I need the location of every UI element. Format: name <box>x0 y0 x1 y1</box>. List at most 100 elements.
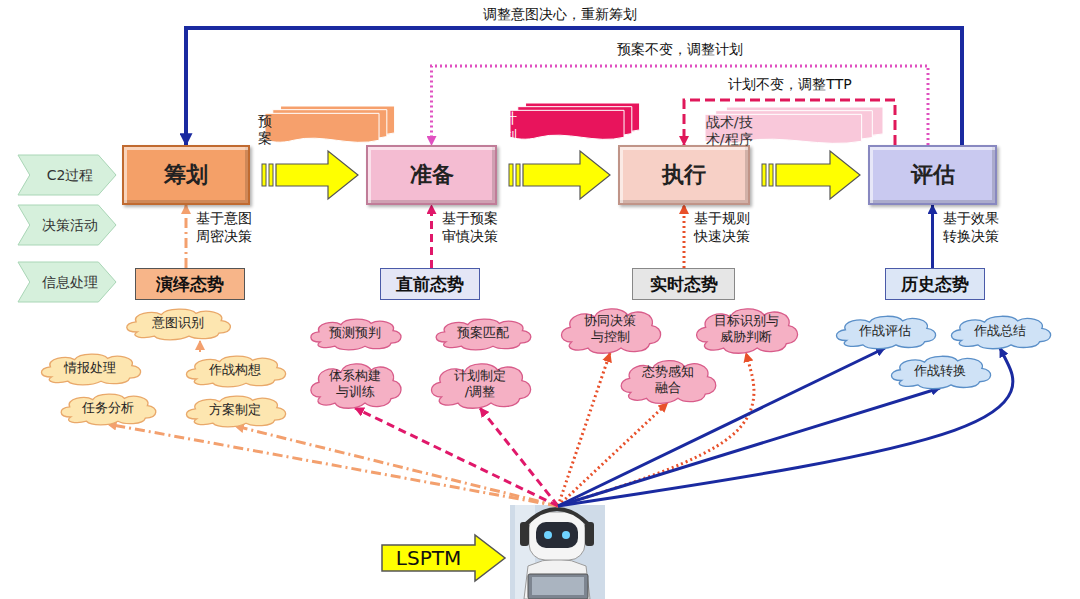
connector-group <box>480 408 558 506</box>
cloud-node: 协同决策 与控制 <box>555 303 665 355</box>
connector <box>199 341 201 352</box>
connector <box>186 28 962 145</box>
situation-box: 演绎态势 <box>135 268 245 300</box>
node-text: 协同决策 与控制 <box>581 313 638 344</box>
node-text: 演绎态势 <box>156 274 224 294</box>
document-shape <box>265 106 395 148</box>
process-box: 执行 <box>618 145 750 205</box>
node-text: 计划 <box>503 110 517 144</box>
robot-body <box>524 559 590 599</box>
robot-visor <box>536 522 578 548</box>
node-text: 准备 <box>410 162 454 188</box>
node-text: 意图识别 <box>152 315 204 331</box>
block-arrow <box>776 151 860 199</box>
connector <box>558 348 1013 506</box>
cloud-node: 作战构想 <box>180 352 290 388</box>
robot-eye <box>544 531 552 539</box>
situation-box: 实时态势 <box>632 268 735 300</box>
connector <box>432 66 929 145</box>
connector-group <box>932 205 933 268</box>
edge-label: 调整意图决心，重新筹划 <box>481 6 639 24</box>
connector-group <box>431 205 432 268</box>
document-stack: 预案 <box>265 106 395 148</box>
arrow-bar <box>516 164 520 186</box>
connector-group <box>108 424 559 506</box>
node-text: 执行 <box>662 162 706 188</box>
node-text: 预案匹配 <box>457 325 509 341</box>
connector-group <box>684 205 685 268</box>
connector <box>558 353 754 506</box>
connector-group <box>186 205 187 268</box>
chevron-label: 信息处理 <box>18 262 116 302</box>
node-text: 作战转换 <box>914 363 966 379</box>
block-arrow <box>276 151 358 199</box>
cloud-node: 预测预判 <box>305 315 405 351</box>
robot-eye <box>562 531 570 539</box>
document-stack: 计划 <box>510 103 640 145</box>
connector <box>558 388 940 506</box>
node-text: 任务分析 <box>82 400 134 416</box>
node-text: 预案 <box>258 113 272 147</box>
connector-group <box>200 341 201 352</box>
cloud-node: 作战总结 <box>945 312 1055 350</box>
chevron-label: C2过程 <box>18 155 116 195</box>
process-box: 准备 <box>366 145 497 205</box>
chevron-label: 决策活动 <box>18 205 116 245</box>
edge-label: 预案不变，调整计划 <box>615 41 745 59</box>
connector-group <box>432 66 929 145</box>
connector-group <box>762 151 860 199</box>
arrow-text-area: LSPTM <box>382 545 475 571</box>
connector <box>558 348 885 506</box>
block-arrow <box>523 151 610 199</box>
cloud-node: 意图识别 <box>120 305 235 341</box>
arrow-bar <box>762 164 766 186</box>
cloud-node: 作战转换 <box>885 352 995 390</box>
arrow-bar <box>269 164 273 186</box>
node-text: 历史态势 <box>901 274 969 294</box>
connector-group <box>558 353 754 506</box>
node-text: 决策活动 <box>42 217 98 234</box>
cloud-node: 方案制定 <box>180 392 290 428</box>
node-text: 直前态势 <box>396 274 464 294</box>
node-text: 计划制定 /调整 <box>451 368 508 399</box>
document-stack: 战术/技术/程序 <box>705 107 883 149</box>
connector <box>480 408 558 506</box>
edge-label: 基于效果 转换决策 <box>941 210 1007 245</box>
cloud-node: 任务分析 <box>55 390 160 426</box>
arrow-bar <box>262 164 266 186</box>
node-text: 作战构想 <box>209 362 261 378</box>
cloud-node: 体系构建 与训练 <box>305 358 405 410</box>
node-text: 作战总结 <box>974 323 1026 339</box>
edge-label: 基于预案 审慎决策 <box>440 210 506 245</box>
connector <box>931 205 934 268</box>
edge-label: 计划不变，调整TTP <box>726 76 853 94</box>
node-text: LSPTM <box>396 546 461 570</box>
connector-group <box>262 151 358 199</box>
connector-group <box>558 348 885 506</box>
robot-laptop <box>532 577 584 595</box>
node-text: 方案制定 <box>209 402 261 418</box>
connector-group <box>558 388 940 506</box>
robot-laptop <box>528 574 588 599</box>
connector-group <box>558 348 1013 506</box>
robot-earphone <box>520 522 529 546</box>
cloud-node: 计划制定 /调整 <box>425 358 535 410</box>
node-text: 筹划 <box>164 162 208 188</box>
connector <box>430 205 433 268</box>
node-text: 情报处理 <box>64 360 116 376</box>
node-text: 态势感知 融合 <box>639 364 696 395</box>
connector-group <box>509 151 610 199</box>
process-box: 评估 <box>868 145 997 205</box>
edge-label: 基于规则 快速决策 <box>692 210 758 245</box>
document-shape <box>510 103 640 145</box>
cloud-node: 预案匹配 <box>430 315 535 351</box>
robot-headband <box>526 509 588 524</box>
connector <box>235 426 558 506</box>
node-text: 评估 <box>911 162 955 188</box>
node-text: 体系构建 与训练 <box>326 368 383 399</box>
connector <box>355 408 558 506</box>
connector <box>185 205 188 268</box>
robot-head <box>529 512 585 560</box>
edge-label: 基于意图 周密决策 <box>194 210 260 245</box>
input-arrow: LSPTM <box>380 500 610 599</box>
